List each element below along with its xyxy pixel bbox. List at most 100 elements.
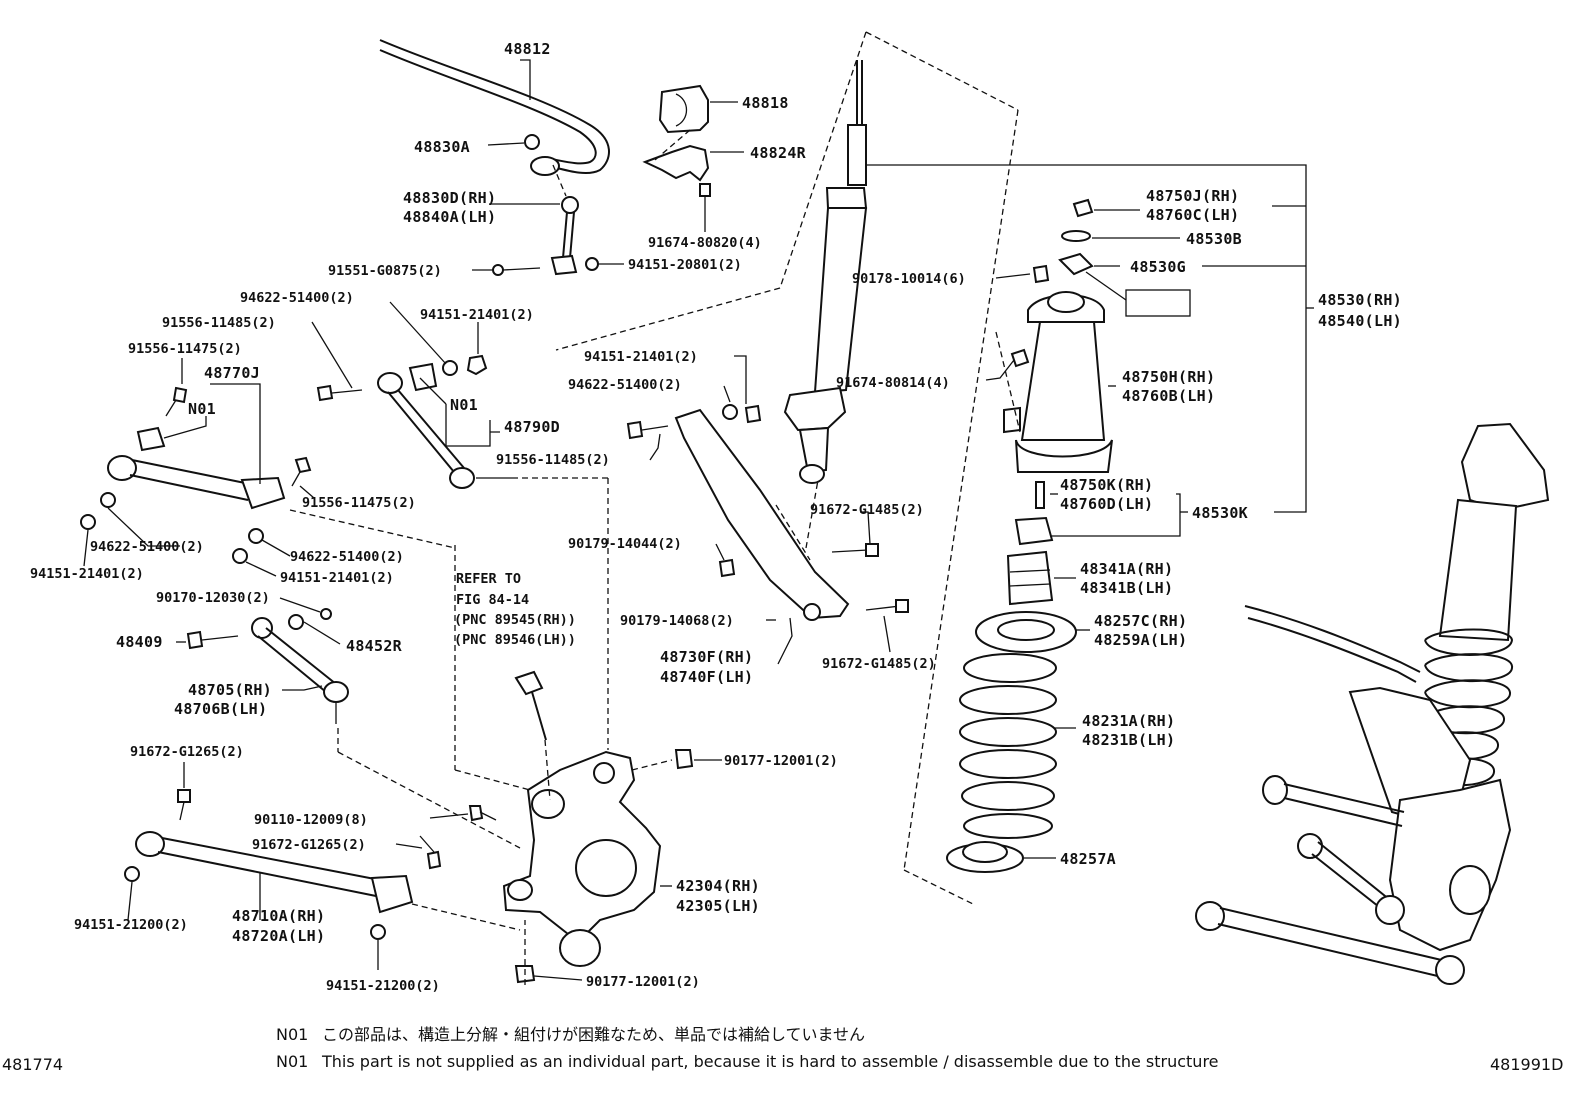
label-42305: 42305(LH) (676, 897, 760, 915)
lower-arm-48710A (124, 789, 521, 940)
stabilizer-bracket (642, 129, 710, 182)
label-91556-11475-left: 91556-11475(2) (128, 341, 242, 357)
label-48760C: 48760C(LH) (1146, 206, 1239, 224)
label-48705: 48705(RH) (188, 681, 272, 699)
label-N01-left: N01 (188, 400, 216, 418)
label-48840A: 48840A(LH) (403, 208, 496, 226)
label-94151-21401-center: 94151-21401(2) (584, 349, 698, 365)
label-48818: 48818 (742, 94, 789, 112)
label-91672-G1265-b: 91672-G1265(2) (252, 837, 366, 853)
speed-sensor (514, 670, 547, 741)
coil-spring (959, 653, 1057, 839)
label-94151-21200-bottom: 94151-21200(2) (326, 978, 440, 994)
lower-spring-seat (946, 841, 1024, 873)
axle-carrier (454, 477, 694, 985)
note-jp-code: N01 (276, 1025, 308, 1044)
label-48706B: 48706B(LH) (174, 700, 267, 718)
footer-right-id: 481991D (1490, 1055, 1563, 1074)
strut-upper-mount (995, 198, 1113, 473)
label-48341A: 48341A(RH) (1080, 560, 1173, 578)
stabilizer-link (550, 164, 579, 276)
label-48710A: 48710A(RH) (232, 907, 325, 925)
label-91674-80814: 91674-80814(4) (836, 375, 950, 391)
label-94151-20801: 94151-20801(2) (628, 257, 742, 273)
label-94622-51400-top: 94622-51400(2) (240, 290, 354, 306)
label-48540-LH: 48540(LH) (1318, 312, 1402, 330)
bolt-91674-80820 (699, 183, 711, 214)
label-48341B: 48341B(LH) (1080, 579, 1173, 597)
label-48760D: 48760D(LH) (1060, 495, 1153, 513)
label-90170-12030: 90170-12030(2) (156, 590, 270, 606)
label-90179-14068: 90179-14068(2) (620, 613, 734, 629)
label-48231A: 48231A(RH) (1082, 712, 1175, 730)
label-48750K: 48750K(RH) (1060, 476, 1153, 494)
label-42304: 42304(RH) (676, 877, 760, 895)
bolt-91551 (492, 257, 599, 276)
label-90177-12001-b: 90177-12001(2) (586, 974, 700, 990)
label-48830D: 48830D(RH) (403, 189, 496, 207)
note-en-text: This part is not supplied as an individu… (321, 1052, 1219, 1071)
strut-assembly-boundary (779, 31, 1019, 906)
part-number-labels: 48812 48818 48830A 48824R 48830D(RH) 488… (30, 40, 1402, 994)
label-48790D: 48790D (504, 418, 560, 436)
stabilizer-bushing (658, 84, 709, 134)
label-94622-51400-mid: 94622-51400(2) (290, 549, 404, 565)
footer-left-id: 481774 (2, 1055, 63, 1074)
label-48740F: 48740F(LH) (660, 668, 753, 686)
label-48409: 48409 (116, 633, 163, 651)
label-94151-21401-mid: 94151-21401(2) (280, 570, 394, 586)
assembled-suspension-view (1195, 422, 1550, 985)
label-90177-12001-a: 90177-12001(2) (724, 753, 838, 769)
label-48530K: 48530K (1192, 504, 1248, 522)
label-91556-11485-left: 91556-11485(2) (162, 315, 276, 331)
label-91672-G1485-a: 91672-G1485(2) (810, 502, 924, 518)
label-48730F: 48730F(RH) (660, 648, 753, 666)
label-48259A: 48259A(LH) (1094, 631, 1187, 649)
upper-spring-seat (975, 611, 1077, 653)
nut-48830A (524, 134, 540, 150)
label-48760B: 48760B(LH) (1122, 387, 1215, 405)
label-refer-4: (PNC 89546(LH)) (454, 632, 576, 648)
mark-box (1125, 289, 1191, 317)
note-en-code: N01 (276, 1052, 308, 1071)
upper-arm-48770J (80, 455, 456, 564)
label-94622-51400-left: 94622-51400(2) (90, 539, 204, 555)
label-91674-80820: 91674-80820(4) (648, 235, 762, 251)
bump-stopper (1006, 481, 1054, 606)
label-48257C: 48257C(RH) (1094, 612, 1187, 630)
label-90179-14044: 90179-14044(2) (568, 536, 682, 552)
label-refer-2: FIG 84-14 (456, 592, 529, 608)
label-91551-G0875: 91551-G0875(2) (328, 263, 442, 279)
label-94151-21200-left: 94151-21200(2) (74, 917, 188, 933)
trailing-arm-48730F (626, 404, 909, 621)
label-N01-mid: N01 (450, 396, 478, 414)
label-91672-G1265-a: 91672-G1265(2) (130, 744, 244, 760)
label-48812: 48812 (504, 40, 551, 58)
stabilizer-bar (379, 39, 610, 176)
label-refer-3: (PNC 89545(RH)) (454, 612, 576, 628)
label-48750H: 48750H(RH) (1122, 368, 1215, 386)
label-91556-11475-mid: 91556-11475(2) (302, 495, 416, 511)
label-94622-51400-center: 94622-51400(2) (568, 377, 682, 393)
footnotes: N01 この部品は、構造上分解・組付けが困難なため、単品では補給していません N… (2, 1025, 1563, 1074)
label-48720A: 48720A(LH) (232, 927, 325, 945)
bushing-hardware-left (136, 354, 488, 487)
label-94151-21401-left: 94151-21401(2) (30, 566, 144, 582)
label-48824R: 48824R (750, 144, 807, 162)
label-48530-RH: 48530(RH) (1318, 291, 1402, 309)
leader-lines (83, 59, 1314, 981)
label-48452R: 48452R (346, 637, 403, 655)
label-94151-21401-top: 94151-21401(2) (420, 307, 534, 323)
toe-control-link (186, 608, 521, 849)
label-refer-1: REFER TO (456, 571, 521, 587)
upper-control-arm-48790D (377, 362, 512, 489)
label-48231B: 48231B(LH) (1082, 731, 1175, 749)
label-91556-11485-mid: 91556-11485(2) (496, 452, 610, 468)
label-90110-12009: 90110-12009(8) (254, 812, 368, 828)
label-48750J: 48750J(RH) (1146, 187, 1239, 205)
label-48830A: 48830A (414, 138, 470, 156)
label-48257A: 48257A (1060, 850, 1116, 868)
label-48530B: 48530B (1186, 230, 1242, 248)
note-jp-text: この部品は、構造上分解・組付けが困難なため、単品では補給していません (322, 1025, 865, 1044)
